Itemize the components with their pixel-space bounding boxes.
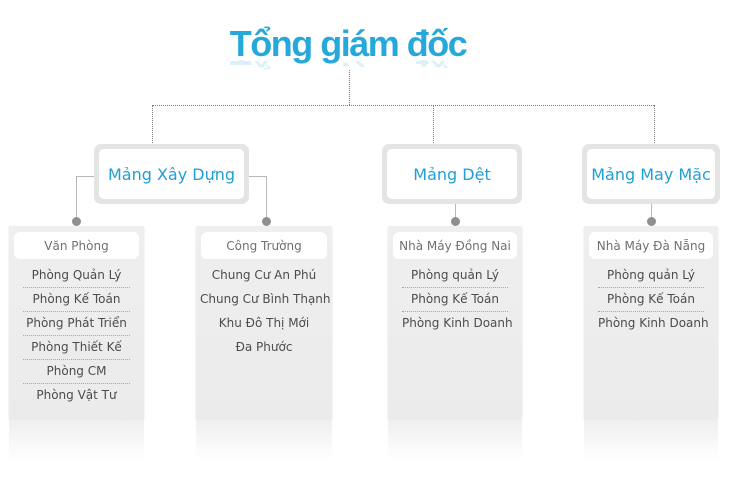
department-item: Phòng Thiết Kế bbox=[23, 336, 130, 360]
unit-card-reflection bbox=[388, 419, 522, 461]
unit-card-cong-truong: Công Trường Chung Cư An Phú Chung Cư Bìn… bbox=[196, 226, 332, 418]
connector-dot-cong-truong bbox=[262, 217, 271, 226]
division-box-xay-dung: Mảng Xây Dựng bbox=[94, 144, 249, 204]
unit-card-van-phong: Văn Phòng Phòng Quản Lý Phòng Kế Toán Ph… bbox=[9, 226, 144, 418]
unit-card-nha-may-da-nang: Nhà Máy Đà Nẵng Phòng quản Lý Phòng Kế T… bbox=[584, 226, 718, 418]
ceo-connector-horizontal bbox=[152, 105, 654, 106]
connector-dot-van-phong bbox=[72, 217, 81, 226]
department-item: Khu Đô Thị Mới bbox=[218, 316, 310, 330]
connector-to-may-mac bbox=[654, 105, 655, 145]
ceo-connector-vertical bbox=[349, 70, 350, 105]
department-item: Phòng quản Lý bbox=[402, 264, 508, 288]
division-name-may-mac: Mảng May Mặc bbox=[587, 149, 715, 199]
org-chart-title-reflection: Tổng giám đốc bbox=[0, 60, 696, 74]
division-name-det: Mảng Dệt bbox=[387, 149, 517, 199]
unit-card-reflection bbox=[9, 419, 144, 461]
connector-xay-dung-right-v bbox=[266, 176, 267, 219]
unit-card-nha-may-dong-nai: Nhà Máy Đồng Nai Phòng quản Lý Phòng Kế … bbox=[388, 226, 522, 418]
connector-xay-dung-left-v bbox=[76, 176, 77, 219]
department-list-dong-nai: Phòng quản Lý Phòng Kế Toán Phòng Kinh D… bbox=[402, 264, 513, 336]
department-item: Chung Cư Bình Thạnh bbox=[200, 292, 331, 306]
department-list-van-phong: Phòng Quản Lý Phòng Kế Toán Phòng Phát T… bbox=[23, 264, 130, 408]
department-list-da-nang: Phòng quản Lý Phòng Kế Toán Phòng Kinh D… bbox=[598, 264, 709, 336]
department-item: Phòng Kế Toán bbox=[402, 288, 508, 312]
department-item: Phòng CM bbox=[23, 360, 130, 384]
department-item: Phòng Phát Triển bbox=[23, 312, 130, 336]
department-item: Phòng Kế Toán bbox=[598, 288, 704, 312]
connector-to-det bbox=[433, 105, 434, 145]
connector-dot-dong-nai bbox=[451, 217, 460, 226]
connector-xay-dung-right-h bbox=[249, 176, 266, 177]
department-item: Chung Cư An Phú bbox=[211, 268, 317, 282]
connector-to-xay-dung bbox=[152, 105, 153, 145]
department-item: Phòng quản Lý bbox=[598, 264, 704, 288]
unit-header-cong-truong: Công Trường bbox=[201, 232, 327, 259]
org-chart-title: Tổng giám đốc bbox=[229, 23, 468, 64]
division-box-may-mac: Mảng May Mặc bbox=[582, 144, 720, 204]
connector-dot-da-nang bbox=[647, 217, 656, 226]
connector-det-v bbox=[455, 204, 456, 219]
division-name-xay-dung: Mảng Xây Dựng bbox=[99, 149, 244, 199]
department-item: Phòng Kinh Doanh bbox=[598, 316, 709, 330]
department-item: Phòng Quản Lý bbox=[23, 264, 130, 288]
unit-header-nha-may-dong-nai: Nhà Máy Đồng Nai bbox=[393, 232, 517, 259]
department-item: Phòng Kế Toán bbox=[23, 288, 130, 312]
department-list-cong-truong: Chung Cư An Phú Chung Cư Bình Thạnh Khu … bbox=[200, 264, 331, 360]
unit-header-van-phong: Văn Phòng bbox=[14, 232, 139, 259]
department-item: Phòng Vật Tư bbox=[36, 388, 117, 402]
connector-may-mac-v bbox=[651, 204, 652, 219]
unit-card-reflection bbox=[584, 419, 718, 461]
department-item: Phòng Kinh Doanh bbox=[402, 316, 513, 330]
department-item: Đa Phước bbox=[235, 340, 293, 354]
unit-card-reflection bbox=[196, 419, 332, 461]
connector-xay-dung-left-h bbox=[76, 176, 94, 177]
division-box-det: Mảng Dệt bbox=[382, 144, 522, 204]
unit-header-nha-may-da-nang: Nhà Máy Đà Nẵng bbox=[589, 232, 713, 259]
